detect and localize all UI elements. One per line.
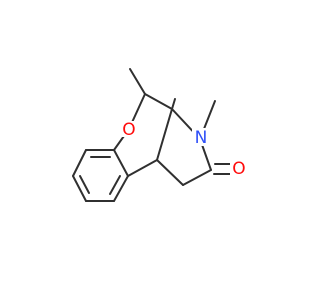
- bond-quaternary-c-methyl: [171, 98, 176, 110]
- oxygen-ring-atom: O: [122, 120, 135, 140]
- bond-c1-c2: [72, 149, 87, 177]
- bond-c4-c5: [113, 175, 129, 202]
- atom-labels: O N O: [121, 120, 247, 179]
- background: [0, 0, 300, 300]
- bond-ch2-to-carbonyl: [182, 169, 212, 186]
- benzene-inner-double-bond-left: [79, 175, 90, 194]
- structure-canvas: O N O: [0, 0, 300, 300]
- bond-c2-c3: [72, 175, 87, 202]
- bond-bridgehead-to-c-methyl: [156, 108, 173, 161]
- molecule-structure: O N O: [0, 0, 300, 300]
- bond-bridgehead-to-ch2: [156, 159, 184, 186]
- bond-c5-c6: [113, 149, 129, 177]
- nitrogen-label-background: [192, 128, 209, 146]
- bond-ring-to-bridgehead: [127, 159, 158, 177]
- oxygen-ring-label-background: [121, 121, 137, 137]
- oxygen-carbonyl-atom: O: [232, 159, 245, 179]
- bond-ch-methyl: [129, 68, 146, 95]
- oxygen-carbonyl-label-background: [230, 160, 247, 178]
- nitrogen-atom: N: [195, 128, 208, 148]
- bond-quaternary-c-to-ch: [144, 93, 173, 110]
- benzene-inner-double-bond-right: [109, 175, 121, 195]
